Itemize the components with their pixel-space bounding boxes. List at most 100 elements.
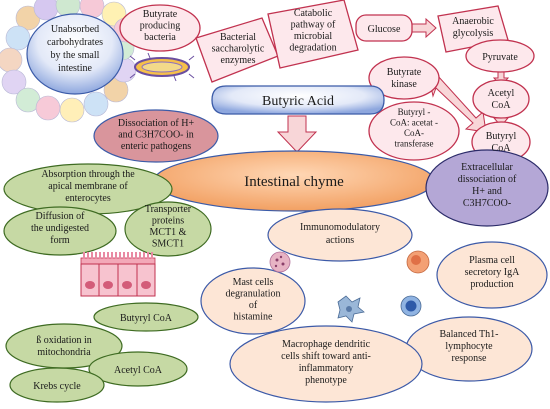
label-line: MCT1 & xyxy=(150,227,187,238)
node-pyruvate-shape xyxy=(465,39,535,73)
label-line: histamine xyxy=(234,312,273,323)
label-line: bacteria xyxy=(144,32,176,43)
node-transferase-shape xyxy=(368,101,460,161)
label-line: Butyryl - xyxy=(398,107,431,117)
microvillus xyxy=(99,252,101,259)
label-line: cells shift toward anti- xyxy=(281,351,371,362)
label-line: Catabolic xyxy=(294,8,333,19)
arrow-butyryl-to-kinase xyxy=(429,75,487,133)
node-butyric-acid-shape xyxy=(211,85,385,115)
node-acetyl-top-shape xyxy=(472,79,530,119)
label-immunomodulatory: Immunomodulatory actions xyxy=(300,222,380,246)
node-butyryl-bottom-shape xyxy=(93,302,199,332)
label-line: degranulation xyxy=(226,289,281,300)
label-line: intestine xyxy=(58,63,92,74)
label-line: Krebs cycle xyxy=(33,381,81,392)
label-line: kinase xyxy=(391,79,417,90)
label-line: form xyxy=(50,235,70,246)
node-diffusion-shape xyxy=(3,206,117,256)
label-line: and C3H7COO- in xyxy=(118,130,194,141)
label-line: enzymes xyxy=(221,55,256,66)
label-line: Bacterial xyxy=(220,32,256,43)
carbohydrate-bead xyxy=(59,97,85,123)
carbohydrate-bead xyxy=(83,91,109,117)
label-line: enterocytes xyxy=(65,193,111,204)
label-transferase: Butyryl -CoA: acetat -CoA-transferase xyxy=(390,107,438,149)
label-line: H+ and xyxy=(472,186,502,197)
label-line: enteric pathogens xyxy=(121,141,191,152)
arrow-butyric-to-chyme xyxy=(276,115,318,153)
label-line: Macrophage dendritic xyxy=(282,339,371,350)
label-line: CoA xyxy=(492,100,512,111)
label-line: SMCT1 xyxy=(152,239,184,250)
microvillus xyxy=(135,252,137,259)
node-acetyl-bottom-shape xyxy=(88,351,188,387)
label-line: Immunomodulatory xyxy=(300,222,380,233)
node-krebs-shape xyxy=(9,367,105,403)
microvillus xyxy=(103,252,105,259)
label-intestinal-chyme: Intestinal chyme xyxy=(244,174,344,190)
arrow-glucose-to-anaerobic xyxy=(411,17,437,39)
node-macrophage-shape xyxy=(229,325,423,403)
label-line: Balanced Th1- xyxy=(440,329,499,340)
label-line: Unabsorbed xyxy=(51,24,99,35)
microvillus xyxy=(107,252,109,259)
label-line: inflammatory xyxy=(299,363,353,374)
label-line: C3H7COO- xyxy=(463,198,511,209)
label-line: carbohydrates xyxy=(47,37,103,48)
node-dissociation-enteric-shape xyxy=(93,109,219,163)
microvillus xyxy=(87,252,89,259)
mast-cell-icon xyxy=(269,251,291,273)
label-line: the undigested xyxy=(31,223,89,234)
node-glucose-shape xyxy=(355,14,413,42)
microvillus xyxy=(139,252,141,259)
label-pyruvate: Pyruvate xyxy=(482,52,518,63)
label-acetyl-coa-bottom: Acetyl CoA xyxy=(114,365,163,376)
carbohydrate-bead xyxy=(35,95,61,121)
label-line: Intestinal chyme xyxy=(244,174,344,190)
label-line: proteins xyxy=(152,216,184,227)
label-line: phenotype xyxy=(305,375,347,386)
label-line: CoA: acetat - xyxy=(390,118,438,128)
bacterium-icon xyxy=(129,52,195,82)
label-line: degradation xyxy=(289,43,336,54)
label-line: saccharolytic xyxy=(212,44,265,55)
label-line: CoA xyxy=(492,143,512,154)
label-line: dissociation of xyxy=(458,174,517,185)
label-line: of xyxy=(249,300,258,311)
lymphocyte-icon xyxy=(400,295,422,317)
label-line: actions xyxy=(326,235,354,246)
label-line: transferase xyxy=(395,139,434,149)
label-line: pathway of xyxy=(291,20,336,31)
label-line: ß oxidation in xyxy=(36,335,92,346)
label-butyric-acid: Butyric Acid xyxy=(262,94,334,109)
microvillus xyxy=(143,252,145,259)
microvillus xyxy=(91,252,93,259)
microvillus xyxy=(123,252,125,259)
label-line: response xyxy=(452,353,488,364)
label-line: Butyric Acid xyxy=(262,94,334,109)
label-line: Transporter xyxy=(145,204,192,215)
label-line: Butyrate xyxy=(143,9,178,20)
label-line: Butyryl xyxy=(486,131,517,142)
node-transporter-shape xyxy=(124,201,212,257)
microvillus xyxy=(115,252,117,259)
label-line: Absorption through the xyxy=(41,169,135,180)
label-line: producing xyxy=(140,21,181,32)
